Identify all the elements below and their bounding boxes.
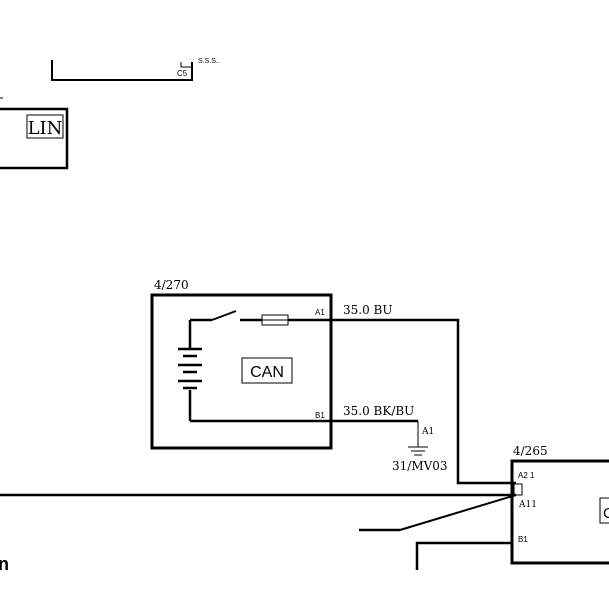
module-4-265-ref: 4/265 [513,444,548,458]
module-4-270-ref: 4/270 [154,278,189,292]
pin-a21-label: A2 1 [518,471,535,480]
connector-c5-label: C5 [177,69,188,78]
pin-a11-label: A11 [518,500,537,510]
wire-35-bu: 35.0 BU [331,303,516,485]
pin-b1-label-4-265: B1 [518,535,528,544]
wire-35-bu-label: 35.0 BU [343,303,392,317]
lin-module: LIN [0,97,69,170]
connector-box [513,483,523,496]
can-label: CAN [250,364,284,381]
ground-ref-label: 31/MV03 [392,459,448,473]
can-label-box [241,357,293,384]
wire-b1-4-265 [415,541,512,570]
left-edge-label: n [0,554,9,574]
wire-diagonal [359,494,517,532]
top-module-fragment: C5 S.S.S.. [51,58,220,81]
fuse-symbol [261,314,331,326]
lin-label-box [26,114,64,139]
pin-b1-label: B1 [315,411,325,420]
ground-pin-label: A1 [421,427,434,437]
module-4-265-label-partial: C [603,505,609,522]
wire-35-bk-bu: 35.0 BK/BU [331,404,418,423]
switch-symbol [190,310,262,322]
ground-symbol: A1 31/MV03 [392,421,448,473]
module-4-265: 4/265 A2 1 A11 B1 C [510,444,609,565]
wire-35-bk-bu-label: 35.0 BK/BU [343,404,414,418]
battery-symbol [178,320,202,421]
lin-label: LIN [28,118,63,139]
clipped-text: S.S.S.. [198,58,220,65]
pin-a1-label: A1 [315,308,325,317]
module-4-270: 4/270 CAN A1 B1 [150,278,333,450]
